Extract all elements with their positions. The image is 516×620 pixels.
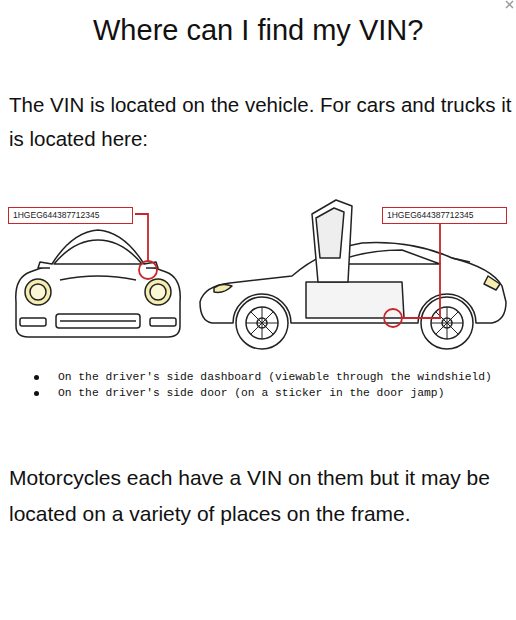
leader-line-part: [384, 309, 402, 327]
front-car-part: [30, 284, 46, 300]
bullet-text: On the driver's side dashboard (viewable…: [58, 370, 514, 385]
leader-line-part: [139, 261, 157, 279]
bullet-text-wrap: On the driver's side door (on a sticker …: [58, 386, 514, 401]
note-text-wrap: Motorcycles each have a VIN on them but …: [9, 460, 509, 532]
close-icon: [506, 1, 513, 8]
side-car-part: [214, 284, 232, 292]
front-car-part: [150, 284, 166, 300]
front-car-part: [145, 279, 171, 305]
side-car-part: [316, 208, 344, 258]
front-car-part: [60, 320, 136, 322]
vin-number: 1HGEG644387712345: [9, 208, 132, 222]
leader-line-part: [402, 223, 440, 318]
side-car-part: [452, 258, 470, 262]
side-car-part: [431, 307, 463, 339]
front-car-part: [56, 314, 140, 328]
front-car-part: [150, 318, 176, 326]
leader-line: [135, 214, 440, 327]
front-car-part: [25, 279, 51, 305]
side-car-part: [246, 307, 278, 339]
side-car-part: [312, 200, 352, 282]
close-icon-part: [506, 1, 513, 8]
side-car-part: [421, 297, 473, 349]
front-car-part: [60, 276, 136, 280]
front-car-part: [54, 240, 142, 264]
side-car-part: [236, 297, 288, 349]
intro-text: The VIN is located on the vehicle. For c…: [9, 88, 513, 156]
side-car: [200, 200, 506, 349]
front-car-part: [16, 230, 180, 337]
page-title: Where can I find my VIN?: [93, 12, 423, 48]
bullet-text: On the driver's side door (on a sticker …: [58, 386, 514, 401]
vin-callout-box: 1HGEG644387712345: [382, 207, 507, 224]
side-car-part: [306, 282, 404, 318]
bullet-dot: [34, 375, 39, 380]
close-icon-part: [506, 1, 513, 8]
side-car-part: [246, 307, 278, 339]
side-car-part: [484, 276, 500, 290]
front-car-part: [38, 262, 52, 268]
title-wrap: Where can I find my VIN?: [93, 12, 423, 48]
note-text: Motorcycles each have a VIN on them but …: [9, 460, 509, 532]
bullet-dot: [34, 391, 39, 396]
front-car: [16, 230, 180, 337]
bullet-text-wrap: On the driver's side dashboard (viewable…: [58, 370, 514, 385]
front-car-part: [20, 318, 46, 326]
side-car-part: [431, 307, 463, 339]
leader-line-part: [135, 214, 148, 261]
intro-text-wrap: The VIN is located on the vehicle. For c…: [9, 88, 513, 156]
vin-callout-box: 1HGEG644387712345: [8, 207, 133, 224]
vin-number: 1HGEG644387712345: [383, 208, 506, 222]
